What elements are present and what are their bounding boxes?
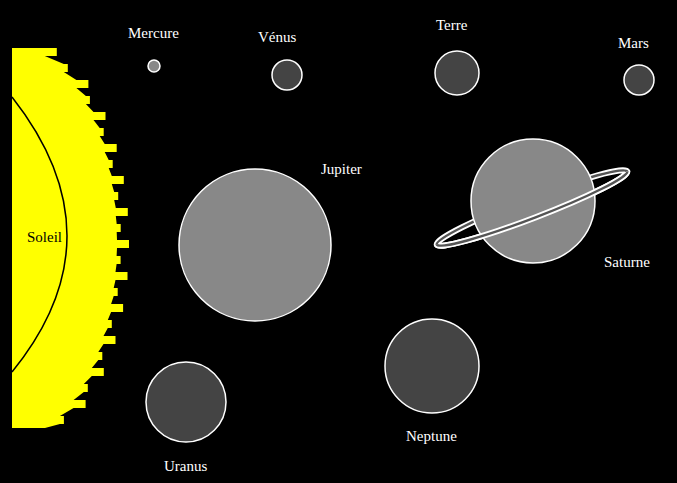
planet-name: Vénus bbox=[258, 28, 296, 46]
planet-name: Jupiter bbox=[321, 160, 362, 178]
planet-uranus bbox=[146, 362, 226, 442]
planet-neptune bbox=[385, 319, 479, 413]
planet-mercury bbox=[148, 60, 160, 72]
planet-name: Neptune bbox=[406, 427, 457, 445]
planet-name: Terre bbox=[436, 16, 467, 34]
planet-name: Saturne bbox=[604, 253, 650, 271]
planet-name: Mars bbox=[618, 34, 649, 52]
planet-name: Uranus bbox=[164, 457, 207, 475]
sun-curve bbox=[12, 97, 67, 372]
sun-name: Soleil bbox=[27, 228, 62, 246]
planet-jupiter bbox=[179, 169, 331, 321]
planet-name: Mercure bbox=[128, 24, 179, 42]
planet-earth bbox=[435, 51, 479, 95]
planet-venus bbox=[272, 60, 302, 90]
planet-mars bbox=[624, 65, 654, 95]
sun-shape bbox=[12, 48, 129, 428]
saturn-ring-front bbox=[437, 171, 631, 253]
